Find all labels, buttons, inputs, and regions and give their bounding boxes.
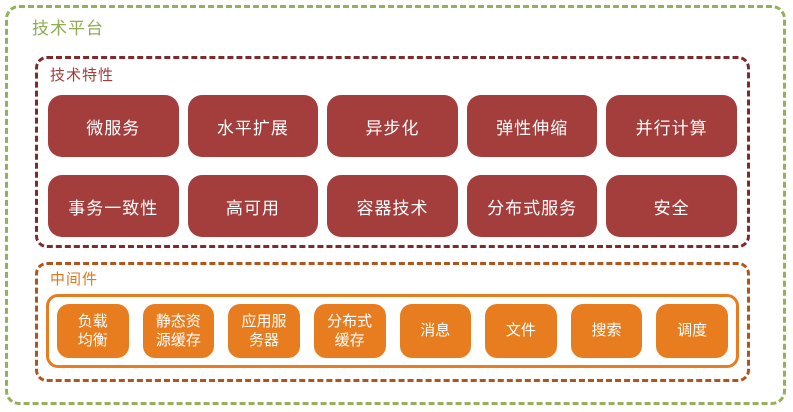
middleware-band: 负载 均衡 静态资 源缓存 应用服 务器 分布式 缓存 消息 文件 搜索 调度 [46,294,739,368]
feature-box-transaction-consistency: 事务一致性 [48,175,179,237]
feature-box-async: 异步化 [327,95,458,157]
middleware-box-file: 文件 [485,304,557,358]
feature-box-parallel-computing: 并行计算 [606,95,737,157]
feature-box-security: 安全 [606,175,737,237]
platform-title: 技术平台 [32,19,104,38]
feature-box-elastic-scaling: 弹性伸缩 [466,95,598,157]
middleware-box-search: 搜索 [570,304,643,358]
features-row-2: 事务一致性 高可用 容器技术 分布式服务 安全 [38,175,747,237]
middleware-section: 中间件 负载 均衡 静态资 源缓存 应用服 务器 分布式 缓存 消息 文件 搜索… [35,262,750,382]
feature-box-microservices: 微服务 [48,95,179,157]
features-row-1: 微服务 水平扩展 异步化 弹性伸缩 并行计算 [38,95,747,157]
features-section-title: 技术特性 [50,67,115,84]
middleware-box-message: 消息 [399,304,472,358]
middleware-section-title: 中间件 [50,271,99,288]
platform-container: 技术平台 技术特性 微服务 水平扩展 异步化 弹性伸缩 并行计算 事务一致性 高… [5,5,786,405]
feature-box-high-availability: 高可用 [187,175,319,237]
feature-box-container-tech: 容器技术 [327,175,458,237]
middleware-box-static-cache: 静态资 源缓存 [142,304,215,358]
middleware-box-app-server: 应用服 务器 [228,304,300,358]
features-section: 技术特性 微服务 水平扩展 异步化 弹性伸缩 并行计算 事务一致性 高可用 容器… [35,56,750,248]
middleware-box-load-balancer: 负载 均衡 [57,304,129,358]
middleware-box-scheduler: 调度 [656,304,728,358]
feature-box-horizontal-scaling: 水平扩展 [187,95,319,157]
feature-box-distributed-services: 分布式服务 [466,175,598,237]
middleware-box-distributed-cache: 分布式 缓存 [313,304,386,358]
